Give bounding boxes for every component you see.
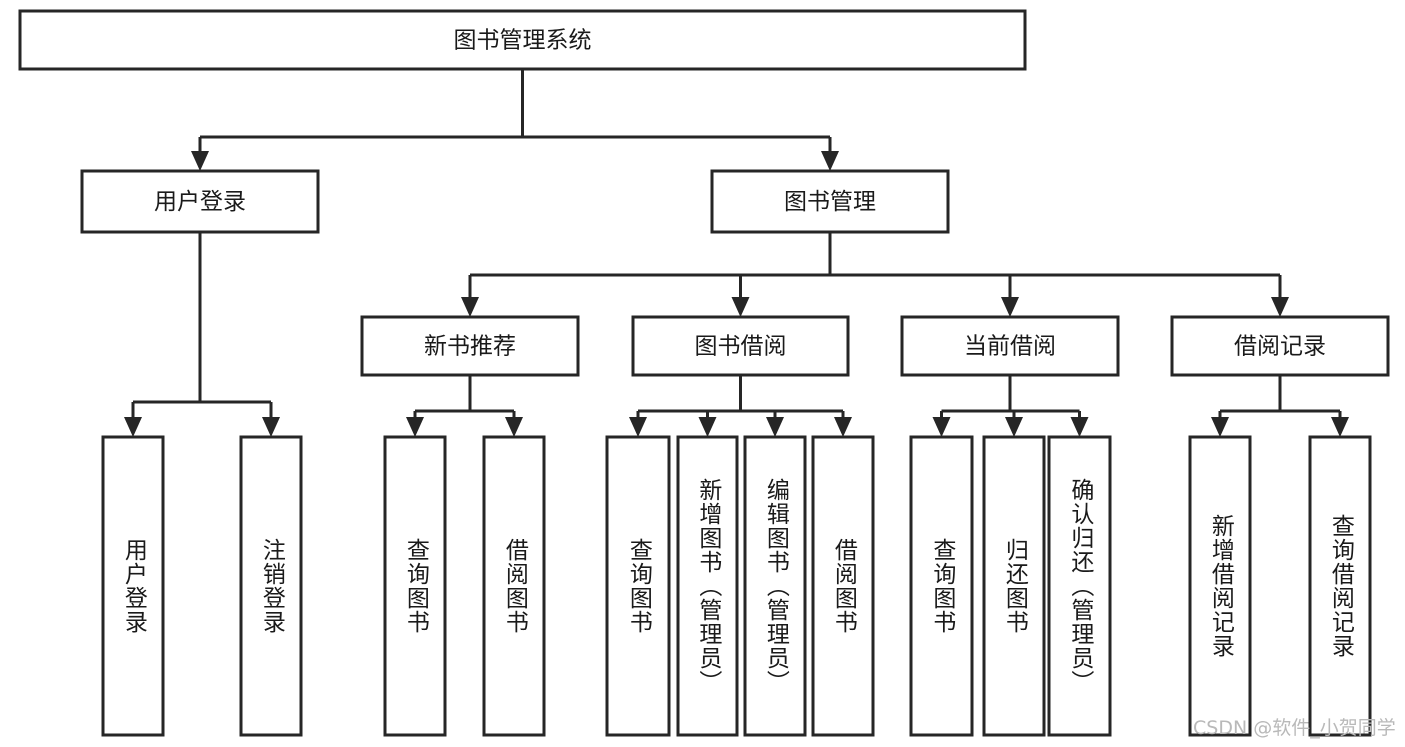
node-current-borrow-label: 当前借阅 bbox=[964, 334, 1056, 360]
arrow-head-icon bbox=[262, 417, 280, 437]
node-leaf-borrow-book-1[interactable] bbox=[482, 435, 546, 737]
node-title-system-label: 图书管理系统 bbox=[454, 28, 592, 54]
node-user-login[interactable] bbox=[80, 169, 320, 234]
arrow-head-icon bbox=[731, 297, 750, 317]
arrow-head-icon bbox=[629, 417, 647, 437]
arrow-head-icon bbox=[461, 297, 479, 317]
arrow-head-icon bbox=[932, 417, 951, 437]
arrow-head-icon bbox=[1070, 417, 1089, 437]
node-leaf-query-book-1[interactable] bbox=[383, 435, 447, 737]
node-current-borrow[interactable] bbox=[900, 315, 1120, 377]
node-leaf-query-borrow-record[interactable] bbox=[1308, 435, 1372, 737]
node-new-book-recommend-label: 新书推荐 bbox=[424, 334, 516, 360]
arrow-head-icon bbox=[1211, 417, 1229, 437]
node-book-borrow[interactable] bbox=[631, 315, 850, 377]
node-leaf-query-book-2[interactable] bbox=[605, 435, 671, 737]
node-user-login-label: 用户登录 bbox=[154, 189, 246, 215]
node-new-book-recommend[interactable] bbox=[360, 315, 580, 377]
node-leaf-return-book[interactable] bbox=[982, 435, 1046, 737]
arrow-head-icon bbox=[766, 417, 784, 437]
node-leaf-add-borrow-record[interactable] bbox=[1188, 435, 1252, 737]
arrow-head-icon bbox=[698, 417, 717, 437]
node-borrow-records-label: 借阅记录 bbox=[1234, 334, 1326, 360]
node-leaf-borrow-book-2[interactable] bbox=[811, 435, 875, 737]
arrow-head-icon bbox=[191, 151, 209, 171]
arrow-head-icon bbox=[834, 417, 852, 437]
node-book-borrow-label: 图书借阅 bbox=[695, 334, 787, 360]
node-leaf-user-login[interactable] bbox=[101, 435, 165, 737]
arrow-head-icon bbox=[821, 151, 839, 171]
node-leaf-logout-login[interactable] bbox=[239, 435, 303, 737]
arrow-head-icon bbox=[1005, 417, 1023, 437]
node-borrow-records[interactable] bbox=[1170, 315, 1390, 377]
connector-layer bbox=[124, 69, 1349, 437]
arrow-head-icon bbox=[1271, 297, 1289, 317]
arrow-head-icon bbox=[505, 417, 523, 437]
node-leaf-query-book-3[interactable] bbox=[909, 435, 974, 737]
node-book-management-label: 图书管理 bbox=[784, 189, 876, 215]
arrow-head-icon bbox=[1001, 297, 1019, 317]
node-leaf-confirm-return-admin[interactable] bbox=[1047, 435, 1112, 737]
arrow-head-icon bbox=[124, 417, 142, 437]
node-leaf-edit-book-admin[interactable] bbox=[743, 435, 807, 737]
watermark-text: CSDN @软件_小贺同学 bbox=[1193, 717, 1396, 739]
node-leaf-add-book-admin[interactable] bbox=[676, 435, 739, 737]
arrow-head-icon bbox=[406, 417, 424, 437]
node-title-system[interactable] bbox=[18, 9, 1027, 71]
arrow-head-icon bbox=[1331, 417, 1349, 437]
node-book-management[interactable] bbox=[710, 169, 950, 234]
